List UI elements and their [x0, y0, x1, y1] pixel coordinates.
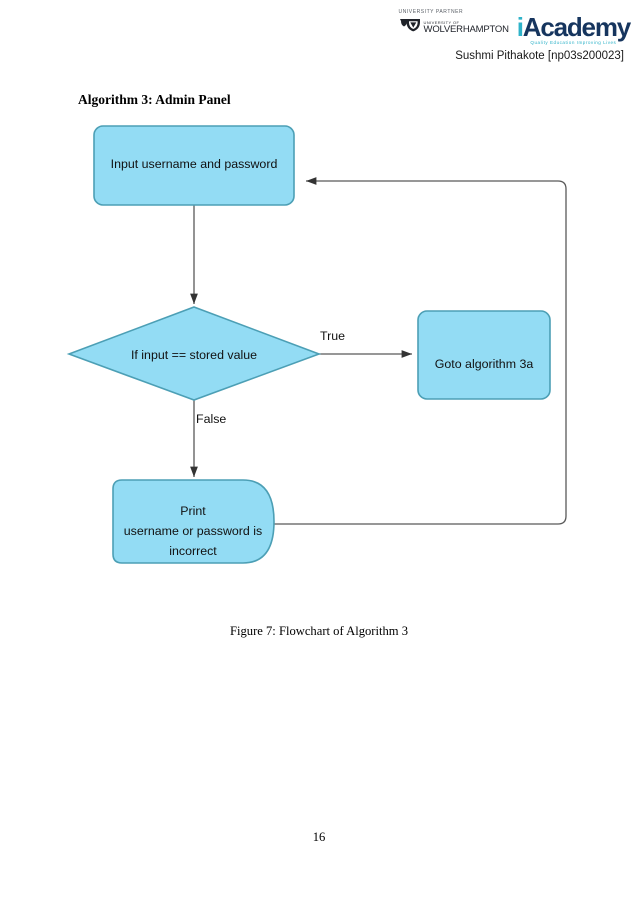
iacademy-wordmark: iAcademy	[516, 12, 631, 42]
university-of-text: UNIVERSITY OF	[423, 19, 460, 25]
page-number: 16	[312, 830, 326, 844]
figure-caption: Figure 7: Flowchart of Algorithm 3	[229, 624, 409, 638]
wolverhampton-wordmark: UNIVERSITY OF WOLVERHAMPTON	[423, 19, 509, 35]
iacademy-academy-text: Academy	[522, 12, 631, 42]
wolverhampton-logo: UNIVERSITY PARTNER UNIVERSITY OF WOLVERH…	[399, 6, 509, 37]
node-decision-if-input-equals-stored-value[interactable]	[66, 306, 322, 401]
edge-label-false: False	[196, 412, 227, 426]
page-title: Algorithm 3: Admin Panel	[78, 92, 231, 107]
connector-print-to-input-loop	[272, 177, 567, 525]
university-partner-label: UNIVERSITY PARTNER	[398, 9, 464, 15]
wolverhampton-shield-icon	[399, 18, 421, 37]
flowchart-svg	[66, 125, 567, 564]
wolverhampton-name-text: WOLVERHAMPTON	[423, 23, 509, 35]
flowchart-diagram: Input username and password If input == …	[66, 125, 567, 564]
header-logos: UNIVERSITY PARTNER UNIVERSITY OF WOLVERH…	[399, 6, 632, 45]
iacademy-logo: iAcademy Quality Education Improving Liv…	[516, 6, 631, 45]
node-print-username-password-incorrect[interactable]	[112, 479, 275, 564]
wolverhampton-mark-row: UNIVERSITY OF WOLVERHAMPTON	[399, 18, 509, 37]
edge-label-true: True	[320, 329, 346, 343]
node-goto-algorithm-3a[interactable]	[417, 310, 551, 400]
student-name-header: Sushmi Pithakote [np03s200023]	[455, 50, 624, 62]
iacademy-i-letter: i	[516, 12, 524, 42]
node-input-username-password[interactable]	[93, 125, 295, 206]
iacademy-tagline: Quality Education Improving Lives	[530, 39, 617, 45]
